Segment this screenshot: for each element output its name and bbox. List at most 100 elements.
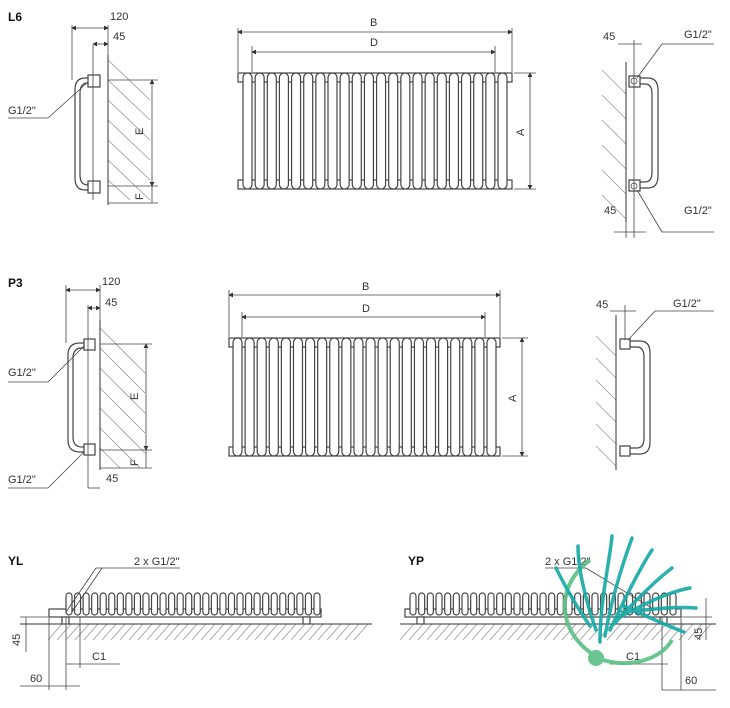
hatch-line (579, 623, 595, 641)
hatch-line (669, 623, 685, 641)
radiator-column (375, 72, 387, 190)
hatch-line (516, 623, 532, 641)
yp-dim-60: 60 (685, 675, 697, 687)
radiator-column (485, 72, 496, 190)
dim-120: 120 (110, 11, 128, 23)
radiator-column (290, 72, 302, 190)
radiator-columns (232, 337, 497, 457)
radiator-column (522, 592, 530, 616)
p3-side-view: 120 45 E F 45 G1/2" G1/2" (8, 276, 152, 489)
hatch-line (543, 623, 559, 641)
p3r-dim-45: 45 (596, 299, 608, 311)
radiator-column (244, 592, 253, 616)
p3r-g12: G1/2" (673, 298, 701, 310)
p3-dim-B: B (362, 281, 369, 293)
yp-dim-45: 45 (693, 628, 705, 640)
dim-A: A (515, 128, 527, 136)
hatch-line (191, 623, 207, 641)
radiator-column (244, 337, 255, 457)
hatch-line (155, 623, 171, 641)
hatch-line (417, 623, 433, 641)
radiator-column (591, 592, 599, 616)
hatch-line (552, 623, 568, 641)
radiator-column (460, 72, 472, 190)
hatch-line (489, 623, 505, 641)
radiator-column (409, 592, 417, 616)
hatch-line (200, 623, 216, 641)
radiator-column (669, 592, 677, 616)
radiator-column (435, 592, 443, 616)
radiator-column (150, 592, 159, 616)
radiator-column (413, 337, 425, 457)
yl-dim-60: 60 (30, 673, 42, 685)
hatch-line (74, 623, 90, 641)
hatch-line (146, 623, 162, 641)
hatch-line (65, 623, 81, 641)
radiator-column (99, 592, 107, 616)
radiator-column (452, 592, 460, 616)
radiator-column (270, 592, 278, 616)
radiator-column (280, 337, 291, 457)
hatch-line (164, 623, 180, 641)
radiator-column (652, 592, 660, 616)
radiator-column (497, 72, 508, 190)
radiator-column (133, 592, 142, 616)
hatch-line (534, 623, 550, 641)
hatch-line (56, 623, 72, 641)
radiator-column (262, 592, 270, 616)
radiator-column (341, 337, 352, 457)
hatch-line (254, 623, 270, 641)
radiator-column (296, 592, 304, 616)
radiator-column (266, 72, 277, 190)
radiator-column (313, 592, 321, 616)
dim-B: B (370, 17, 377, 29)
p3-dim-120: 120 (102, 276, 120, 288)
yl-2xg12: 2 x G1/2" (134, 556, 180, 568)
l6-front-view: B D A (237, 17, 536, 190)
hatch-line (642, 623, 658, 641)
radiator-column (232, 337, 243, 457)
hatch-line (615, 623, 631, 641)
radiator-column (339, 72, 350, 190)
radiator-column (412, 72, 423, 190)
dim-E: E (134, 128, 146, 135)
radiator-column (125, 592, 133, 616)
hatch-line (498, 623, 514, 641)
hatch-line (182, 623, 198, 641)
radiator-column (425, 337, 437, 457)
radiator-column (450, 337, 461, 457)
radiator-column (287, 592, 295, 616)
hatch-line (47, 623, 63, 641)
radiator-column (478, 592, 486, 616)
dim-45: 45 (113, 31, 125, 43)
radiator-column (329, 337, 340, 457)
hatch-line (606, 623, 622, 641)
radiator-column (142, 592, 150, 616)
yl-view: 2 x G1/2" 45 C1 60 (11, 556, 372, 690)
section-label-yp: YP (408, 554, 424, 568)
hatch-line (263, 623, 279, 641)
radiator-column (548, 592, 556, 616)
radiator-column (315, 72, 326, 190)
hatch-line (299, 623, 315, 641)
radiator-column (254, 72, 265, 190)
radiator-column (193, 592, 201, 616)
radiator-column (82, 592, 90, 616)
hatch-line (561, 623, 577, 641)
hatch-line (453, 623, 469, 641)
radiator-column (116, 592, 124, 616)
radiator-column (556, 592, 564, 616)
hatch-line (480, 623, 496, 641)
yl-dim-45: 45 (11, 634, 23, 646)
hatch-line (633, 623, 649, 641)
radiator-column (438, 337, 449, 457)
yl-dim-C1: C1 (92, 651, 106, 663)
radiator-column (185, 592, 193, 616)
section-label-p3: P3 (8, 276, 23, 290)
radiator-columns (242, 72, 508, 190)
p3-g12-top: G1/2" (8, 367, 36, 379)
dim-45-top: 45 (603, 31, 615, 43)
hatch-line (624, 623, 640, 641)
hatch-line (317, 623, 333, 641)
radiator-column (268, 337, 279, 457)
